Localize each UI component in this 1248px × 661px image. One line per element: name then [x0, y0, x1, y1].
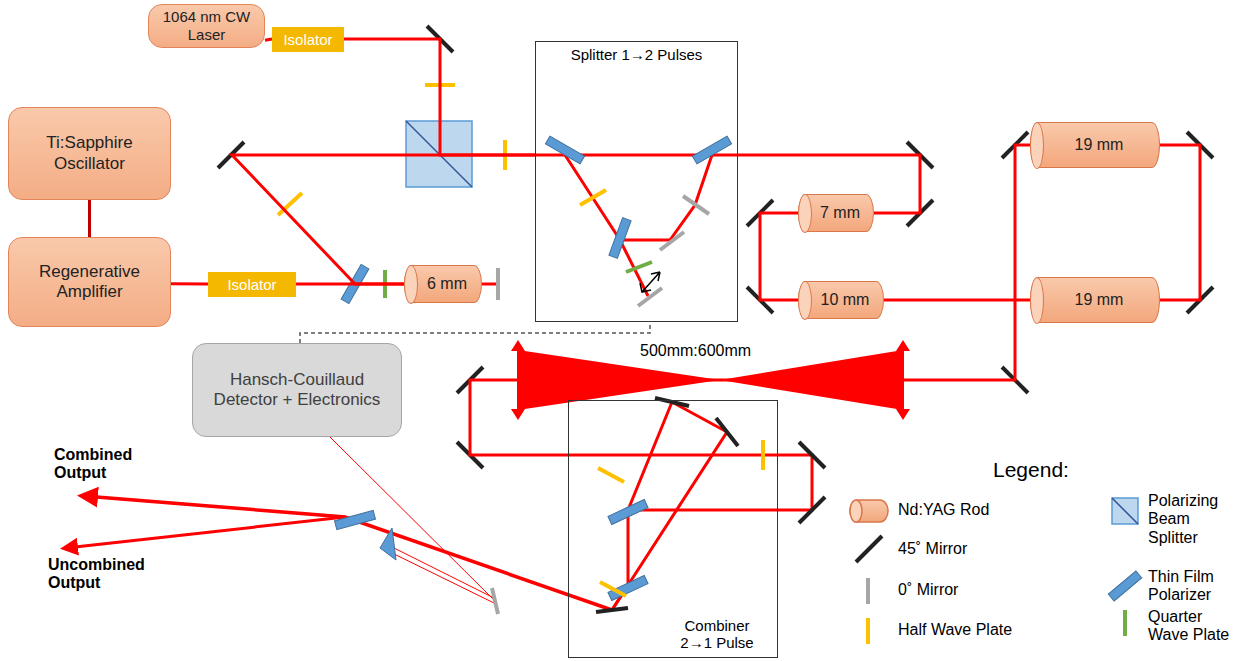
legend-text: Polarizing Beam Splitter: [1148, 492, 1244, 547]
legend-text: 45˚ Mirror: [898, 540, 1068, 558]
legend-text: 0˚ Mirror: [898, 581, 1068, 599]
laser-beam: [232, 155, 535, 284]
laser-beam: [884, 299, 1030, 302]
combiner-frame: Combiner 2→1 Pulse: [568, 400, 778, 658]
half-wave-plates: [278, 85, 763, 596]
laser-beam: [171, 282, 208, 285]
output-label: Uncombined Output: [48, 556, 144, 593]
node-text: Splitter 1→2 Pulses: [536, 46, 737, 63]
node-text: Hansch-Couillaud Detector + Electronics: [203, 370, 391, 411]
mirrors-0: [492, 196, 709, 614]
laser-beam: [265, 39, 272, 40]
laser-beam: [760, 213, 798, 300]
mirrors-45: [218, 26, 1213, 612]
node-text: 19 mm: [1075, 291, 1124, 309]
legend-text: Half Wave Plate: [898, 621, 1068, 639]
optical-isolator: Isolator: [272, 27, 344, 52]
signal-line: [300, 322, 650, 343]
node-text: 10 mm: [821, 291, 870, 309]
laser-beam: [1160, 145, 1200, 300]
optical-isolator: Isolator: [208, 272, 296, 297]
legend-symbols: [850, 498, 1142, 644]
amplifier-box: Regenerative Amplifier: [8, 237, 171, 327]
legend-text: Thin Film Polarizer: [1148, 568, 1244, 605]
legend-text: Nd:YAG Rod: [898, 501, 1068, 519]
lens-ratio: 500mm:600mm: [640, 342, 780, 360]
laser-beam: [470, 145, 1030, 455]
detector-box: Hansch-Couillaud Detector + Electronics: [192, 343, 402, 437]
node-text: 1064 nm CW Laser: [157, 8, 256, 44]
node-text: 6 mm: [427, 275, 467, 293]
rod-amplifier: 19 mm: [1030, 122, 1160, 168]
translation-arrow: [640, 272, 660, 292]
node-text: Isolator: [227, 276, 276, 293]
laser-beams: [66, 155, 812, 610]
splitter-frame: Splitter 1→2 Pulses: [535, 41, 738, 322]
detector-leader: [330, 437, 494, 603]
legend-text: Quarter Wave Plate: [1148, 608, 1244, 645]
laser-source: 1064 nm CW Laser: [148, 4, 265, 48]
laser-beam: [344, 39, 535, 155]
node-text: 19 mm: [1075, 136, 1124, 154]
node-text: Regenerative Amplifier: [17, 262, 162, 303]
node-text: Isolator: [283, 31, 332, 48]
rod-amplifier: 7 mm: [798, 194, 874, 232]
laser-beam: [88, 200, 91, 237]
node-text: Combiner 2→1 Pulse: [669, 617, 765, 651]
output-label: Combined Output: [54, 446, 136, 483]
rod-amplifier: 10 mm: [798, 281, 884, 319]
oscillator-box: Ti:Sapphire Oscillator: [8, 107, 171, 200]
rod-amplifier: 19 mm: [1030, 277, 1160, 323]
rod-amplifier: 6 mm: [404, 265, 482, 303]
node-text: Ti:Sapphire Oscillator: [17, 133, 162, 174]
node-text: 7 mm: [820, 204, 860, 222]
legend-heading: Legend:: [993, 458, 1103, 482]
